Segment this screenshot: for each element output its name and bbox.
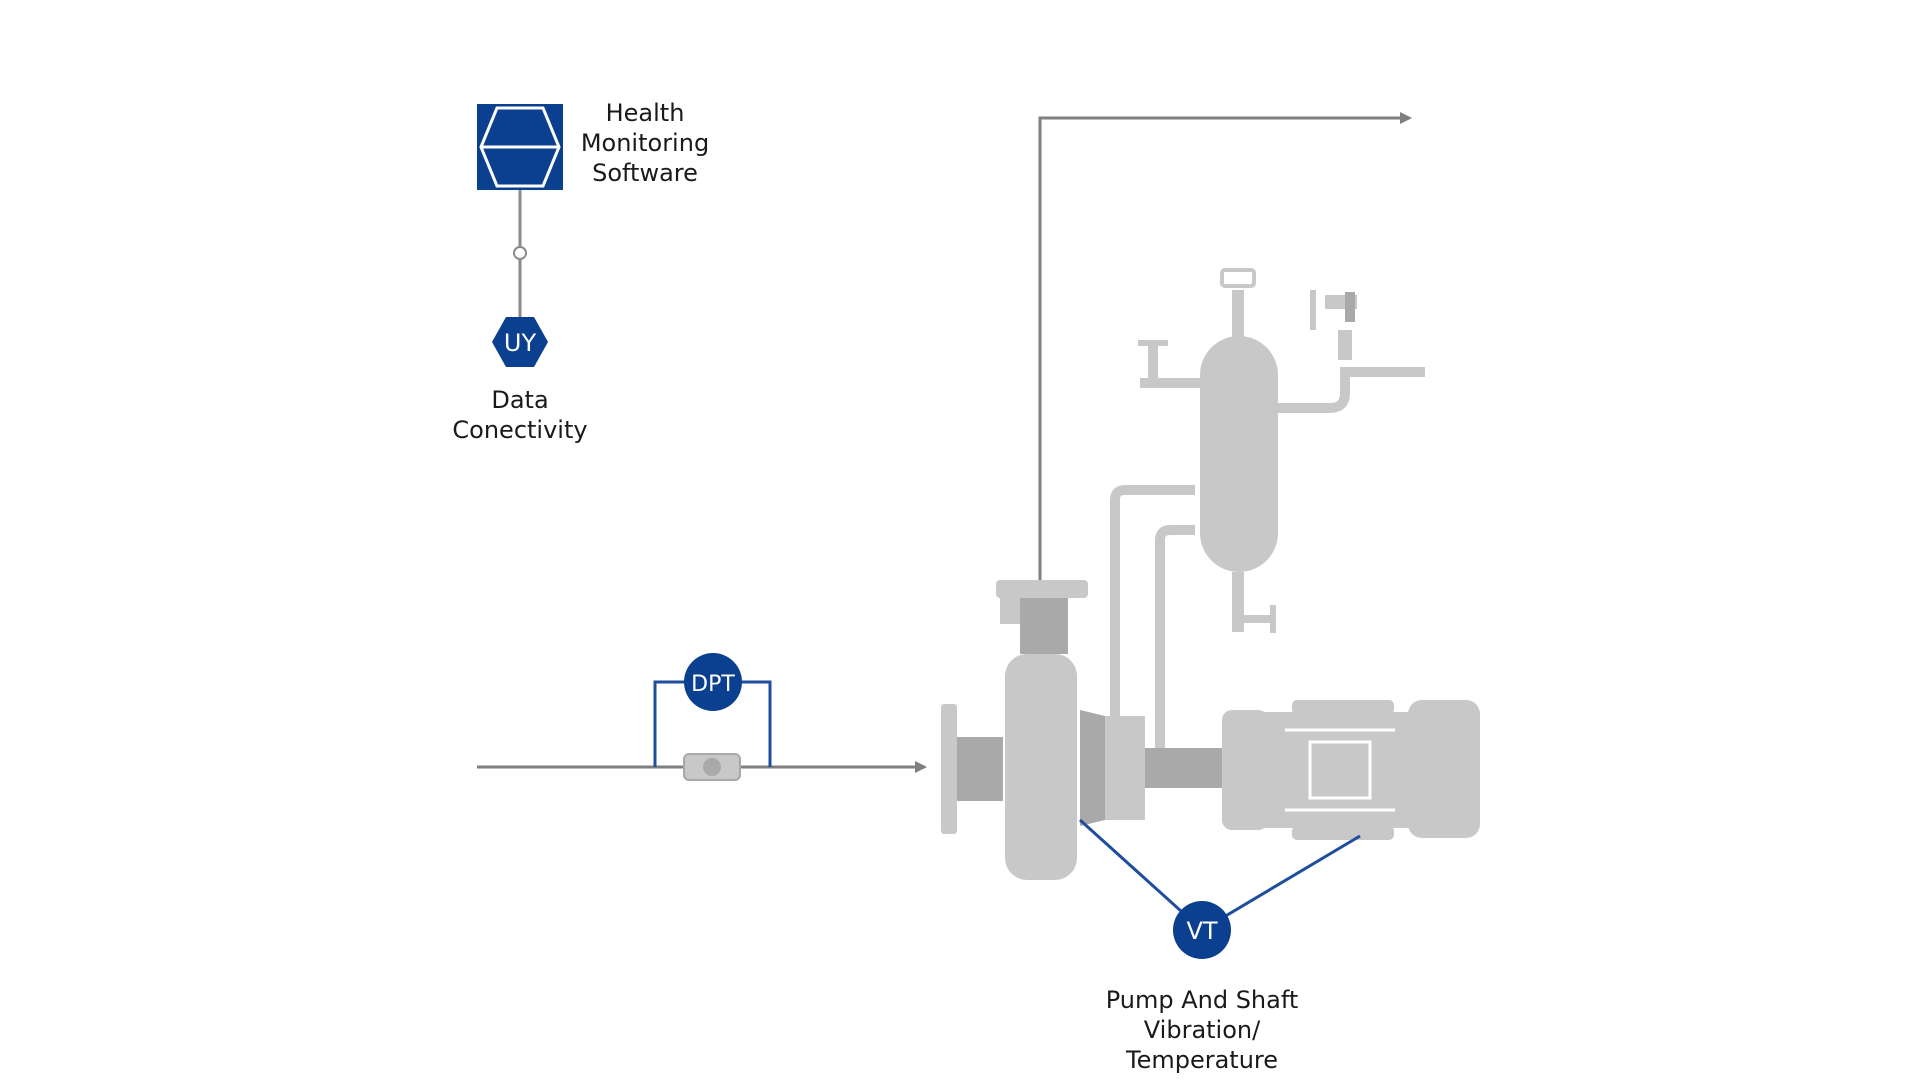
seal-pot-vessel xyxy=(1110,268,1425,757)
vibration-temperature-label: Pump And Shaft Vibration/ Temperature xyxy=(1092,985,1312,1075)
data-connectivity-label: Data Conectivity xyxy=(440,385,600,445)
flow-element-icon xyxy=(683,753,741,781)
centrifugal-pump xyxy=(941,580,1145,880)
shaft xyxy=(1145,748,1225,788)
vt-tag[interactable]: VT xyxy=(1173,901,1231,959)
connectivity-label-line-1: Data xyxy=(491,386,549,414)
electric-motor xyxy=(1222,700,1480,840)
uy-tag-text: UY xyxy=(504,329,537,357)
vt-label-line-1: Pump And Shaft xyxy=(1105,986,1299,1014)
uy-connectivity-tag[interactable]: UY xyxy=(492,317,548,367)
dpt-tag[interactable]: DPT xyxy=(684,653,742,711)
connectivity-label-line-2: Conectivity xyxy=(452,416,588,444)
health-monitoring-software-icon[interactable] xyxy=(477,104,563,190)
vt-label-line-2: Vibration/ xyxy=(1143,1016,1261,1044)
dpt-tag-text: DPT xyxy=(691,672,735,697)
software-connection-line xyxy=(513,190,527,318)
health-monitoring-software-label: Health Monitoring Software xyxy=(570,98,720,188)
vt-tag-text: VT xyxy=(1186,917,1217,945)
discharge-pipe xyxy=(1038,112,1412,580)
software-label-line-3: Software xyxy=(592,159,698,187)
software-label-line-2: Monitoring xyxy=(580,129,710,157)
vt-label-line-3: Temperature xyxy=(1125,1046,1279,1074)
software-label-line-1: Health xyxy=(605,99,685,127)
